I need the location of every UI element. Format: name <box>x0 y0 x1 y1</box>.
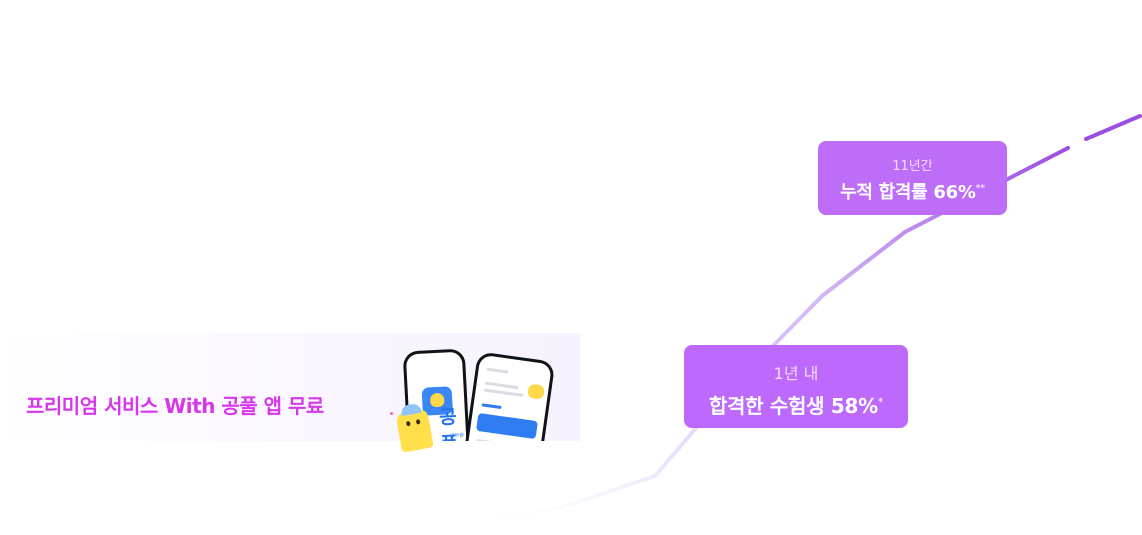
screen-card <box>476 412 538 440</box>
mascot-chip-icon <box>527 383 545 400</box>
trend-line-segment <box>458 146 1070 524</box>
footnote-mark: * <box>877 395 884 409</box>
stat-label: 누적 합격률 66% <box>840 182 976 203</box>
stat-period: 11년간 <box>892 159 933 174</box>
stat-value: 합격한 수험생 58%* <box>684 390 908 419</box>
phone-back-screen <box>462 354 552 441</box>
stat-label: 합격한 수험생 58% <box>708 394 878 418</box>
footnote-mark: ** <box>975 183 986 194</box>
banner-headline: 프리미엄 서비스 With 공풀 앱 무료 <box>26 394 324 418</box>
trend-line-tail <box>1084 114 1142 141</box>
stat-value: 누적 합격률 66%** <box>818 178 1007 204</box>
stat-card-cumulative: 11년간 누적 합격률 66%** <box>818 141 1007 215</box>
stat-card-one-year: 1년 내 합격한 수험생 58%* <box>684 345 908 428</box>
phone-back <box>458 351 556 441</box>
sparkle-icon <box>390 412 393 415</box>
screen-line <box>476 438 527 441</box>
screen-line <box>484 381 519 390</box>
screen-line <box>481 403 502 410</box>
screen-line <box>486 367 509 374</box>
screen-line <box>483 388 524 397</box>
stat-period: 1년 내 <box>773 364 819 383</box>
